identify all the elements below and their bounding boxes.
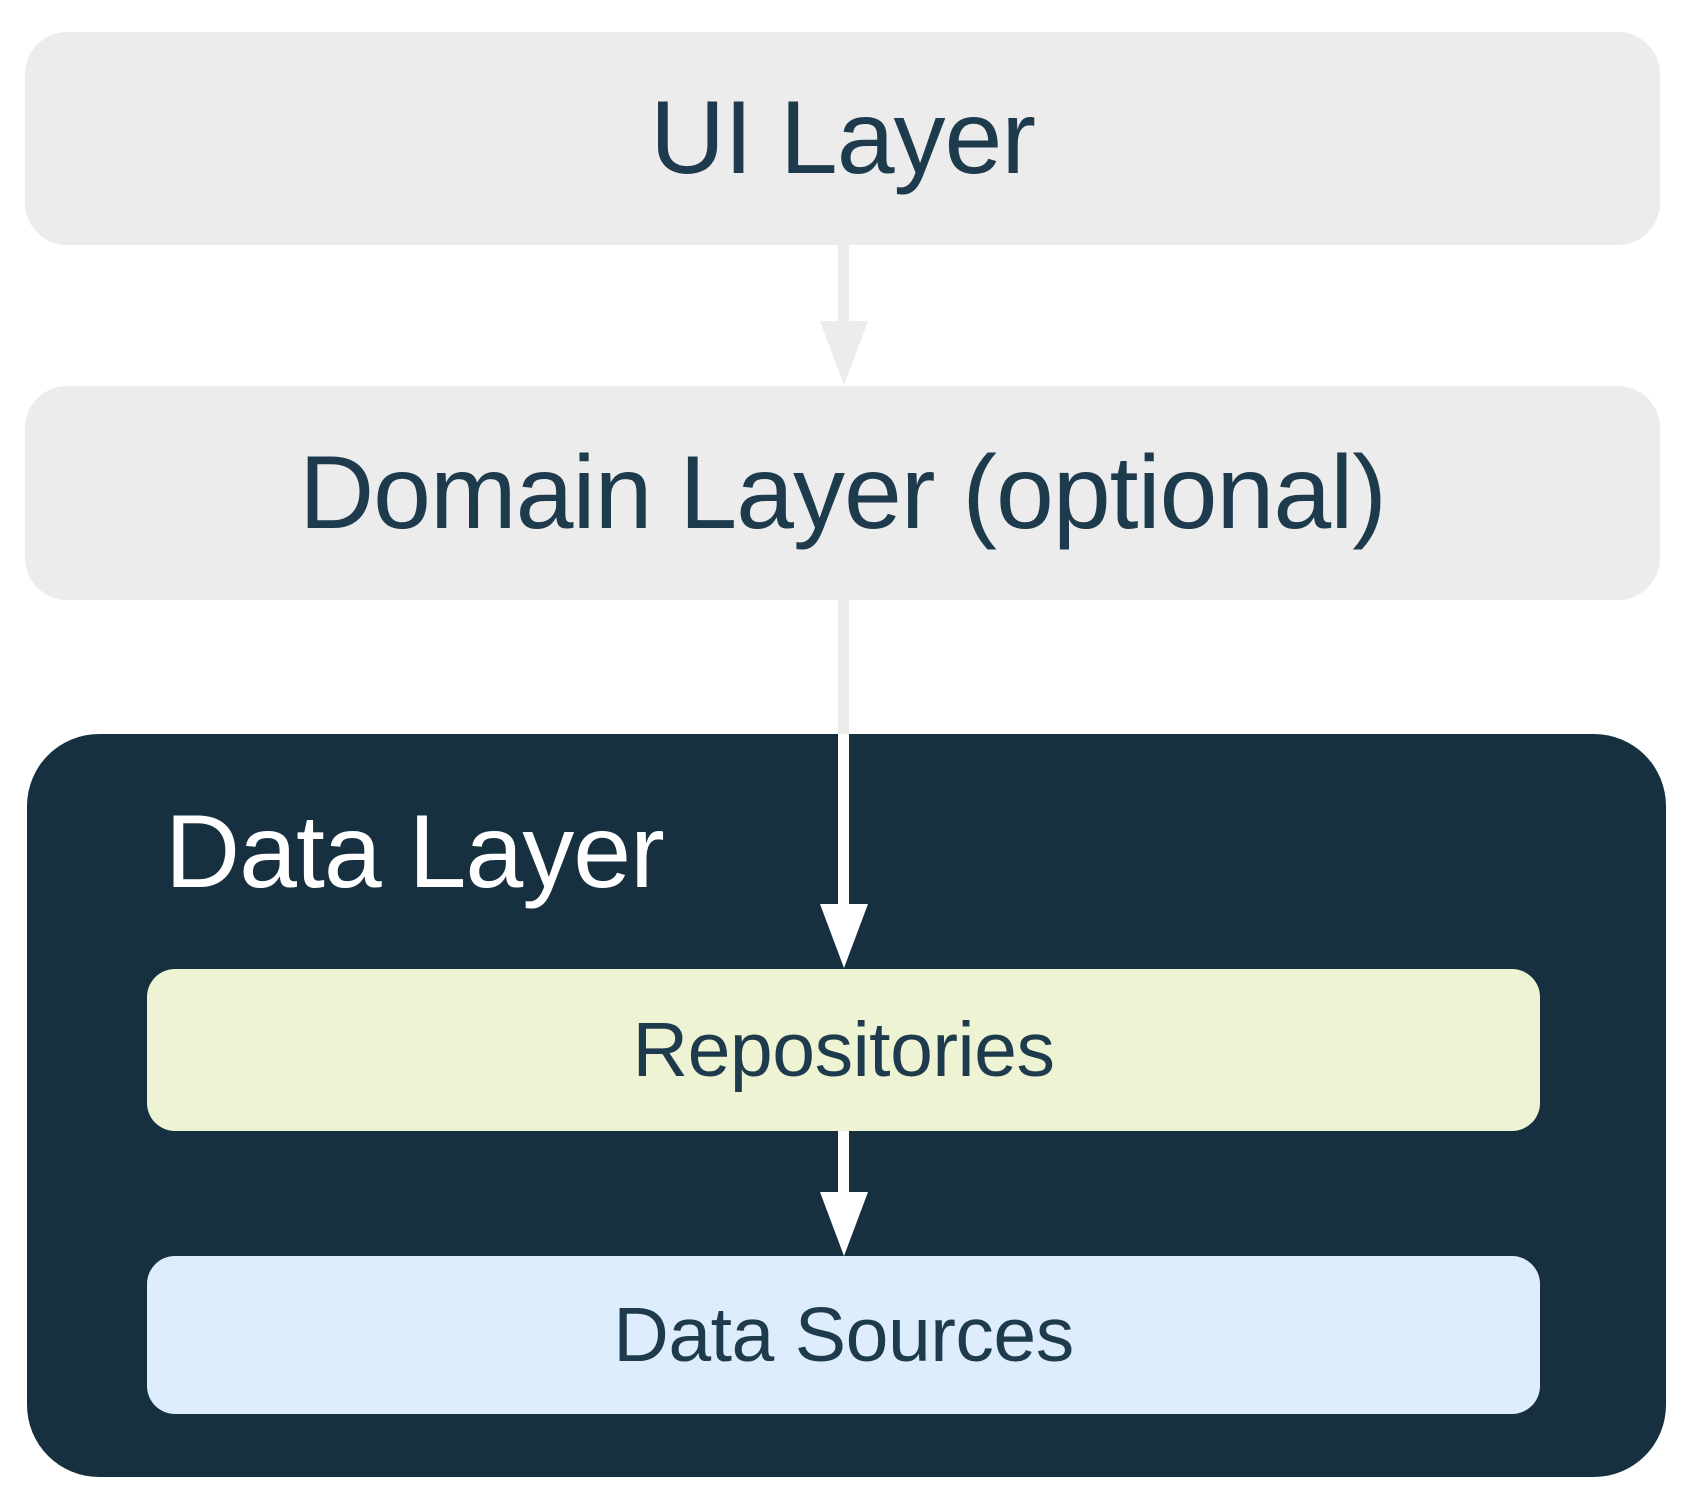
node-repositories-label: Repositories [632, 1006, 1055, 1093]
node-ui-layer: UI Layer [25, 32, 1660, 245]
arrow-shaft [838, 1131, 849, 1194]
arrow-head [819, 321, 868, 385]
arrow-shaft [838, 598, 849, 735]
node-data-sources-label: Data Sources [613, 1291, 1074, 1378]
node-repositories: Repositories [147, 969, 1540, 1131]
node-domain-layer-label: Domain Layer (optional) [299, 434, 1387, 551]
arrow-shaft [838, 243, 849, 325]
node-data-layer: Data Layer Repositories Data Sources [27, 734, 1666, 1477]
arrow-head [819, 1192, 868, 1256]
node-ui-layer-label: UI Layer [649, 80, 1036, 196]
node-data-layer-label: Data Layer [165, 794, 665, 910]
arrow-shaft [838, 734, 849, 905]
arrow-head [819, 904, 868, 968]
node-data-sources: Data Sources [147, 1256, 1540, 1414]
node-domain-layer: Domain Layer (optional) [25, 386, 1660, 600]
